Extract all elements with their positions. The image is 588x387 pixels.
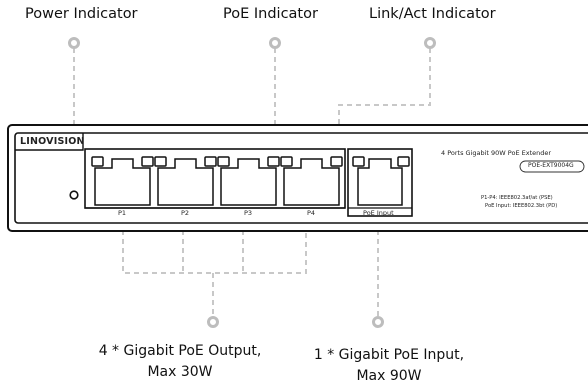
spec-line-2: PoE Input: IEEE802.3bt (PD) xyxy=(485,203,558,209)
port-label-p4: P4 xyxy=(307,209,316,217)
brand-logo: LINOVISION xyxy=(20,136,85,147)
port-label-p1: P1 xyxy=(118,209,127,217)
poe-pin-icon xyxy=(269,37,281,49)
rj45-icon xyxy=(94,158,151,206)
output-bracket xyxy=(122,212,307,318)
model-badge xyxy=(519,160,585,173)
power-indicator-callout: Power Indicator xyxy=(25,6,138,22)
port-p3 xyxy=(217,156,280,206)
input-caption: 1 * Gigabit PoE Input, Max 90W xyxy=(294,345,484,387)
rj45-icon xyxy=(283,158,340,206)
port-p1 xyxy=(91,156,154,206)
input-caption-line-1: 1 * Gigabit PoE Input, xyxy=(313,347,465,363)
port-p2 xyxy=(154,156,217,206)
port-label-p2: P2 xyxy=(181,209,190,217)
port-label-p3: P3 xyxy=(244,209,253,217)
rj45-icon xyxy=(157,158,214,206)
model-number: POE-EXT9004G xyxy=(528,162,574,169)
power-pin-icon xyxy=(68,37,80,49)
output-caption-line-1: 4 * Gigabit PoE Output, xyxy=(98,343,262,359)
output-caption: 4 * Gigabit PoE Output, Max 30W xyxy=(85,341,275,383)
power-led-icon xyxy=(69,190,79,200)
output-caption-line-2: Max 30W xyxy=(147,364,213,380)
output-pin-icon xyxy=(207,316,219,328)
input-caption-line-2: Max 90W xyxy=(356,368,422,384)
link-pin-icon xyxy=(424,37,436,49)
spec-line-1: P1-P4: IEEE802.3af/at (PSE) xyxy=(481,195,553,201)
port-p4 xyxy=(280,156,343,206)
poe-indicator-callout: PoE Indicator xyxy=(223,6,318,22)
pin-icons xyxy=(68,37,436,328)
link-act-indicator-callout: Link/Act Indicator xyxy=(369,6,496,22)
port-label-poe-input: PoE Input xyxy=(363,209,394,217)
port-poe-input xyxy=(352,156,410,206)
input-pin-icon xyxy=(372,316,384,328)
product-title: 4 Ports Gigabit 90W PoE Extender xyxy=(441,149,552,157)
rj45-icon xyxy=(220,158,277,206)
brand-tab xyxy=(15,133,84,151)
rj45-icon xyxy=(357,158,403,206)
